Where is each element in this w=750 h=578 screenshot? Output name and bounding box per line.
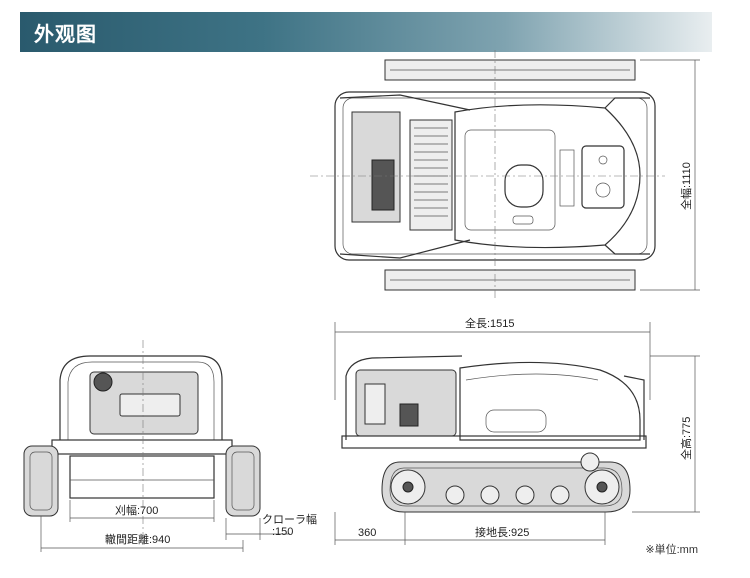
top-fuel-cap xyxy=(504,164,544,208)
dim-overall-height: 全高:775 xyxy=(679,417,693,460)
side-track-wheels xyxy=(390,452,620,505)
side-body-shell xyxy=(459,361,641,441)
side-rollbar xyxy=(345,355,463,440)
dim-track-width-value: :150 xyxy=(272,526,293,538)
front-track-right xyxy=(225,445,261,517)
dim-overall-length: 全長:1515 xyxy=(465,316,515,330)
section-title: 外观图 xyxy=(34,22,97,46)
dim-cutting-width: 刈幅:700 xyxy=(115,504,158,517)
front-track-left xyxy=(23,445,59,517)
dim-front-offset: 360 xyxy=(358,527,376,539)
front-deck xyxy=(51,439,233,455)
top-view: 全幅:1110 xyxy=(310,50,700,300)
dim-ground-length: 接地長:925 xyxy=(475,526,529,539)
side-view: 全長:1515 全高:775 xyxy=(334,316,700,545)
dim-overall-width: 全幅:1110 xyxy=(679,162,693,210)
section-header: 外观图 xyxy=(20,12,712,52)
top-body-shell xyxy=(454,104,641,249)
unit-note: ※単位:mm xyxy=(645,544,698,556)
dim-track-width-label: クローラ幅 xyxy=(262,513,317,526)
top-control-panel xyxy=(581,145,625,209)
side-chassis xyxy=(341,435,647,449)
front-view: 刈幅:700 クローラ幅 :150 轍間距離:940 xyxy=(23,340,317,552)
front-rollbar xyxy=(59,355,223,440)
front-mower xyxy=(69,455,215,499)
top-grille xyxy=(409,119,453,231)
dim-wheel-distance: 轍間距離:940 xyxy=(105,532,170,546)
